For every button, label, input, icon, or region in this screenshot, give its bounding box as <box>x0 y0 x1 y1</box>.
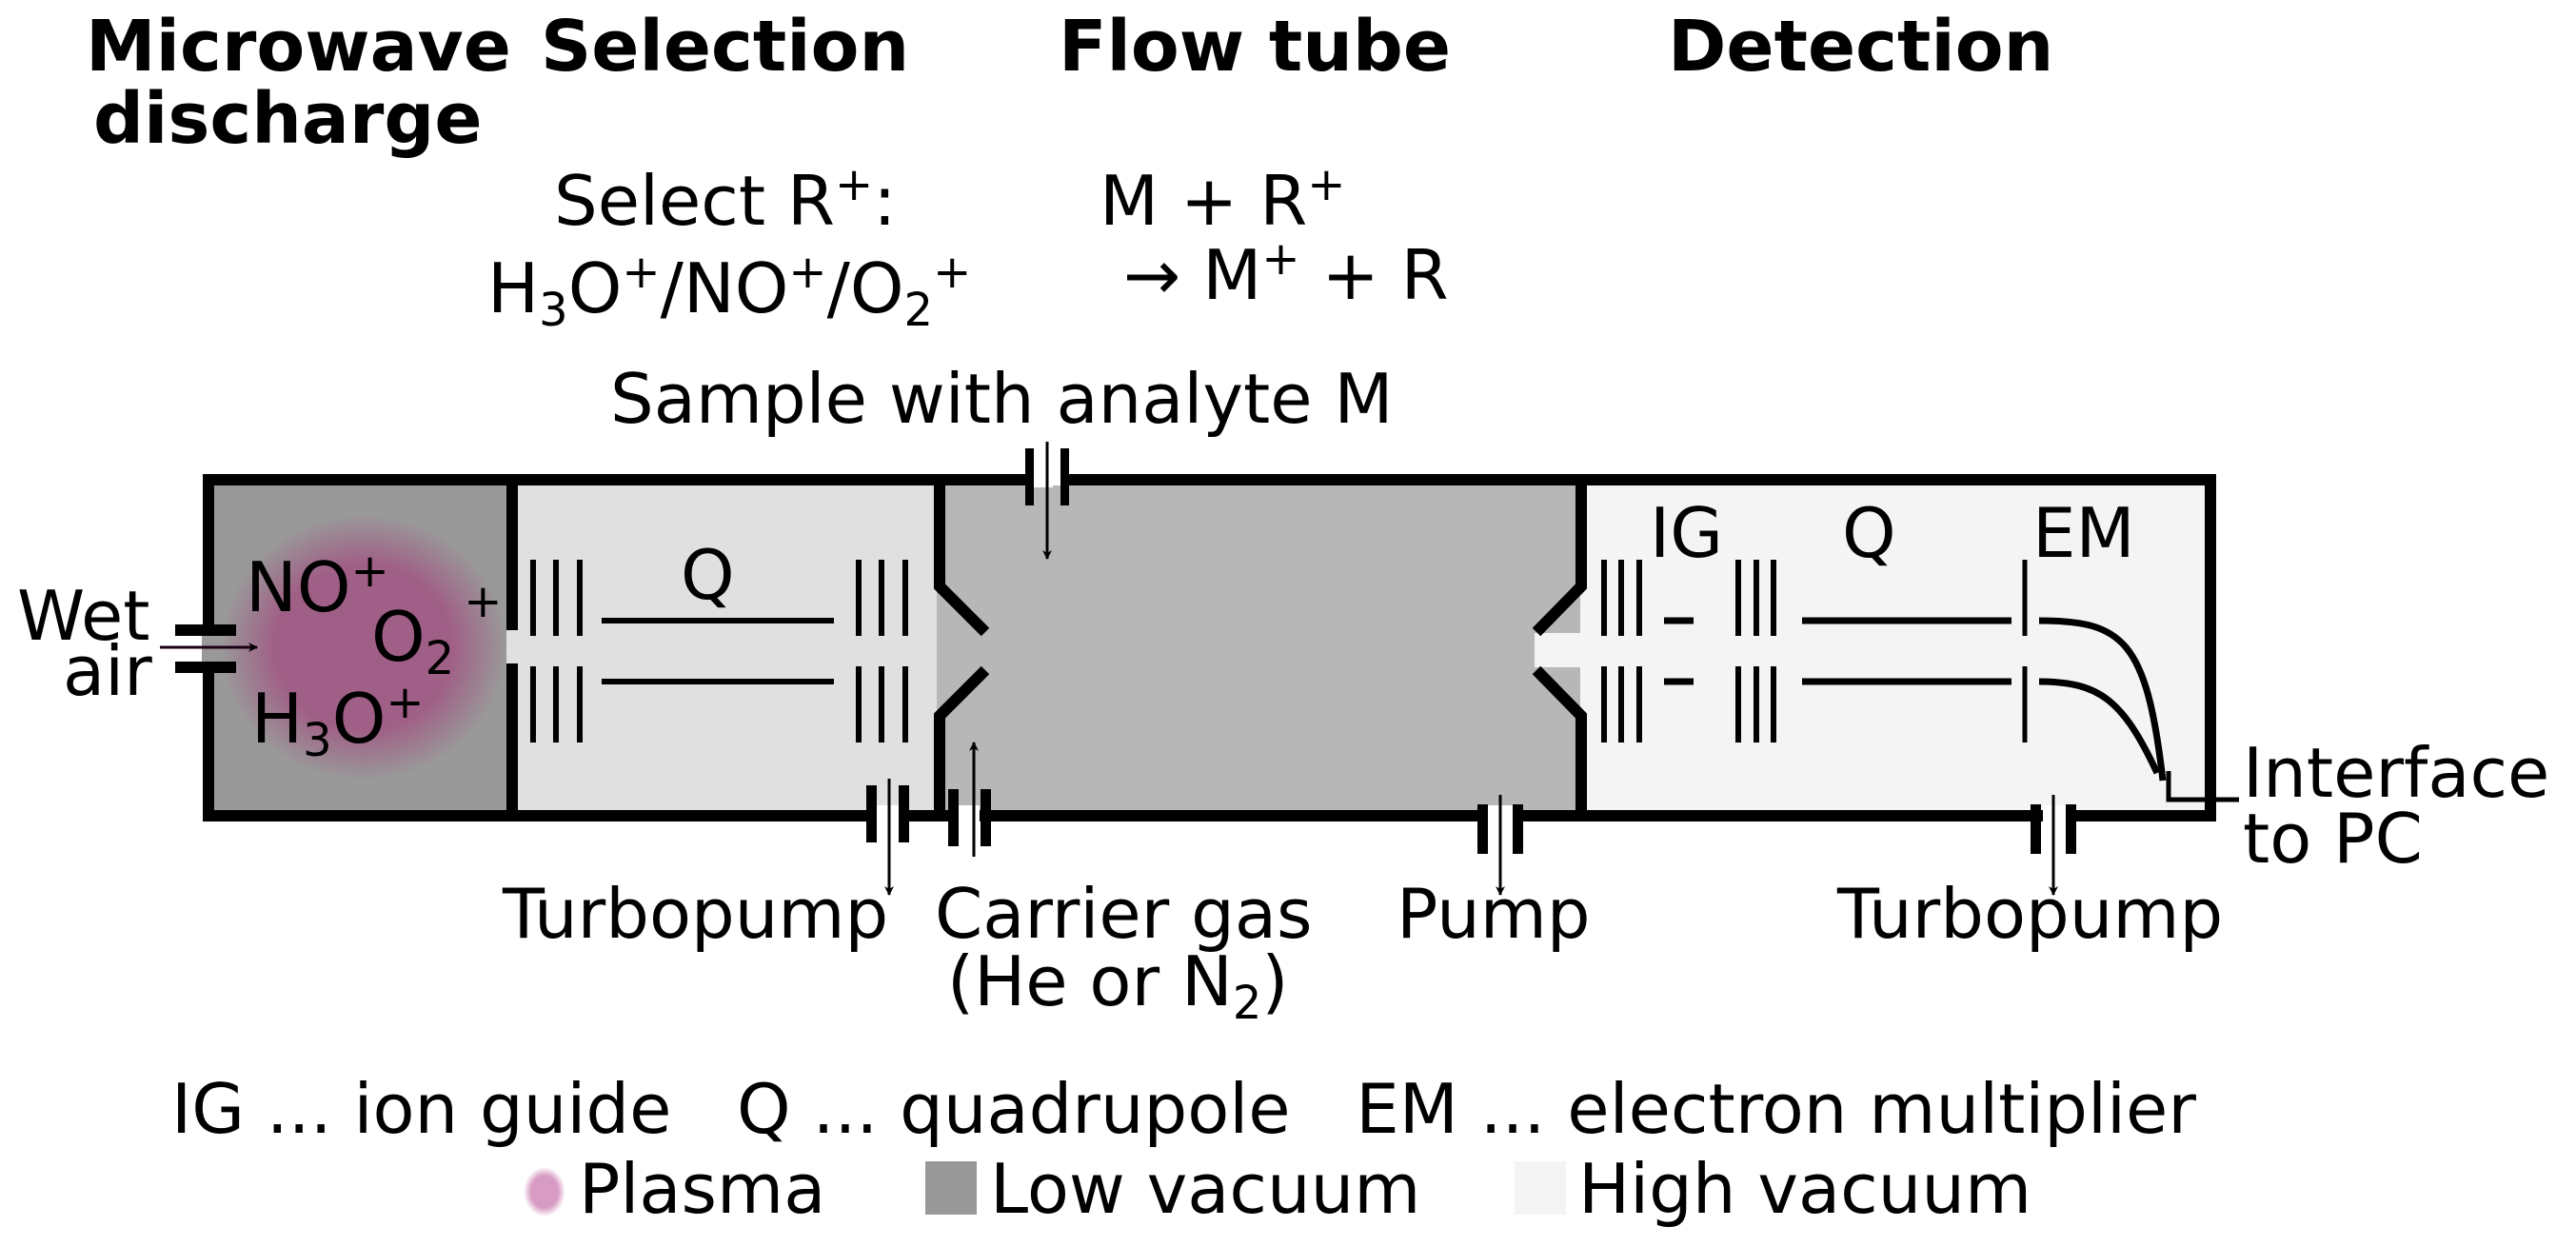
venturi-inlet-top <box>934 480 990 637</box>
turbopump-2-port <box>2031 795 2076 896</box>
plasma-glow <box>221 514 506 781</box>
legend-low-vacuum-swatch <box>925 1161 977 1215</box>
inlet-flange-top <box>175 624 236 636</box>
interface-connector <box>2166 771 2239 802</box>
interface-label: Interface <box>2243 733 2549 813</box>
interface-label-line2: to PC <box>2243 799 2423 879</box>
legend-high-vacuum-label: High vacuum <box>1578 1149 2031 1229</box>
inlet-flange-bottom <box>175 662 236 673</box>
flow-tube-region <box>937 480 1580 816</box>
legend-low-vacuum-label: Low vacuum <box>990 1149 1420 1229</box>
carrier-gas-label-line2: (He or N2) <box>947 941 1288 1030</box>
detection-ig-label: IG <box>1650 493 1723 573</box>
selection-exit-lens <box>856 560 908 742</box>
legend-plasma-label: Plasma <box>579 1149 825 1229</box>
selection-entrance-lens <box>530 560 583 742</box>
reaction-line2: → M+ + R <box>1123 232 1449 315</box>
precursor-ions-text: H3O+/NO+/O2+ <box>487 246 971 337</box>
detection-q-label: Q <box>1842 493 1896 573</box>
reaction-line1: M + R+ <box>1100 158 1345 241</box>
heading-microwave-discharge: Microwave <box>86 6 511 88</box>
turbopump-1-port <box>866 779 909 896</box>
heading-selection: Selection <box>541 6 909 88</box>
detection-em-label: EM <box>2032 493 2135 573</box>
sample-label: Sample with analyte M <box>610 359 1394 439</box>
legend-high-vacuum-swatch <box>1515 1161 1566 1215</box>
detection-entrance-lens <box>1601 560 1642 742</box>
venturi-outlet-top <box>1532 480 1587 637</box>
selection-q-label: Q <box>681 535 735 615</box>
turbopump-2-label: Turbopump <box>1836 874 2223 954</box>
venturi-outlet-bottom <box>1532 665 1587 816</box>
sample-inlet-port <box>1025 442 1069 560</box>
pump-port <box>1477 795 1523 896</box>
venturi-2-gap <box>1535 633 1580 667</box>
turbopump-1-label: Turbopump <box>502 874 888 954</box>
carrier-gas-port <box>948 742 991 857</box>
em-dynode-curve-bottom <box>2038 678 2161 775</box>
detection-region <box>1580 480 2210 816</box>
legend-plasma-swatch <box>524 1167 565 1217</box>
ion-h3o: H3O+ <box>251 676 425 767</box>
ion-o2: O2+ <box>371 575 502 685</box>
selection-region <box>512 480 937 816</box>
venturi-1-gap <box>937 633 990 667</box>
wet-air-label-line2: air <box>63 631 152 711</box>
detection-mid-lens <box>1735 560 1776 742</box>
ion-no: NO+ <box>246 544 389 627</box>
heading-detection: Detection <box>1668 6 2053 88</box>
carrier-gas-label: Carrier gas <box>935 874 1312 954</box>
heading-flow-tube: Flow tube <box>1059 6 1451 88</box>
wet-air-label: Wet <box>17 576 150 656</box>
select-r-text: Select R+: <box>554 158 897 241</box>
inlet-gap <box>202 636 215 663</box>
pump-label: Pump <box>1397 874 1591 954</box>
ion-guide-rods <box>1664 617 1694 685</box>
abbreviation-legend: IG ... ion guide Q ... quadrupole EM ...… <box>171 1069 2196 1149</box>
venturi-inlet-bottom <box>934 665 990 816</box>
selection-quadrupole-rods <box>602 618 834 684</box>
aperture-1-gap <box>506 630 518 663</box>
heading-microwave-discharge-line2: discharge <box>93 78 483 160</box>
detection-quadrupole-rods <box>1802 617 2011 685</box>
em-dynode-curve-top <box>2038 617 2167 782</box>
